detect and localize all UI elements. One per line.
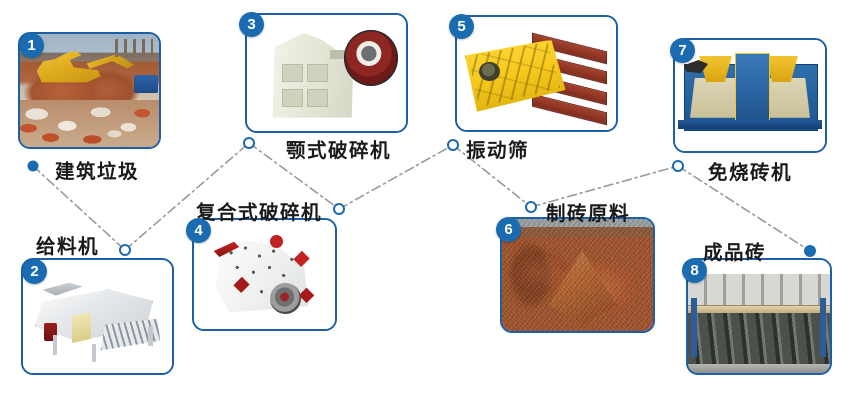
step-card-5[interactable] bbox=[455, 15, 618, 132]
step-card-3[interactable] bbox=[245, 13, 408, 133]
link-4-5 bbox=[338, 144, 454, 210]
link-2-3 bbox=[124, 142, 250, 251]
photo-finished-bricks bbox=[688, 260, 830, 373]
node-screen bbox=[447, 139, 459, 151]
node-jaw bbox=[243, 137, 255, 149]
step-badge-5: 5 bbox=[449, 14, 474, 39]
step-card-2[interactable] bbox=[21, 258, 174, 375]
step-card-4[interactable] bbox=[192, 218, 337, 331]
step-label-7: 免烧砖机 bbox=[708, 161, 793, 184]
link-1-2 bbox=[32, 165, 126, 251]
node-compound bbox=[333, 203, 345, 215]
node-feeder bbox=[119, 244, 131, 256]
step-label-2: 给料机 bbox=[36, 235, 100, 258]
step-card-7[interactable] bbox=[673, 38, 827, 153]
node-raw bbox=[525, 201, 537, 213]
link-6-7 bbox=[530, 165, 679, 208]
step-card-8[interactable] bbox=[686, 258, 832, 375]
step-label-1: 建筑垃圾 bbox=[55, 160, 140, 183]
node-block bbox=[672, 160, 684, 172]
photo-jaw-crusher bbox=[247, 15, 406, 131]
step-card-1[interactable] bbox=[18, 32, 161, 149]
node-start bbox=[27, 160, 39, 172]
step-badge-6: 6 bbox=[496, 217, 521, 242]
link-5-6 bbox=[452, 144, 532, 208]
step-badge-3: 3 bbox=[239, 12, 264, 37]
link-3-4 bbox=[248, 142, 340, 210]
step-label-8: 成品砖 bbox=[703, 241, 767, 264]
step-label-5: 振动筛 bbox=[466, 139, 530, 162]
photo-vibrating-screen bbox=[457, 17, 616, 130]
photo-brick-raw-material bbox=[502, 219, 653, 331]
photo-vibrating-feeder bbox=[23, 260, 172, 373]
photo-compound-crusher bbox=[194, 220, 335, 329]
step-badge-4: 4 bbox=[186, 218, 211, 243]
step-card-6[interactable] bbox=[500, 217, 655, 333]
step-badge-2: 2 bbox=[22, 259, 47, 284]
step-label-4: 复合式破碎机 bbox=[196, 201, 323, 224]
step-badge-7: 7 bbox=[670, 38, 695, 63]
step-badge-1: 1 bbox=[19, 33, 44, 58]
step-label-3: 颚式破碎机 bbox=[286, 139, 392, 162]
step-label-6: 制砖原料 bbox=[546, 202, 631, 225]
node-end bbox=[804, 245, 816, 257]
photo-block-making-machine bbox=[675, 40, 825, 151]
step-badge-8: 8 bbox=[682, 258, 707, 283]
link-7-8 bbox=[677, 165, 811, 252]
photo-construction-waste bbox=[20, 34, 159, 147]
